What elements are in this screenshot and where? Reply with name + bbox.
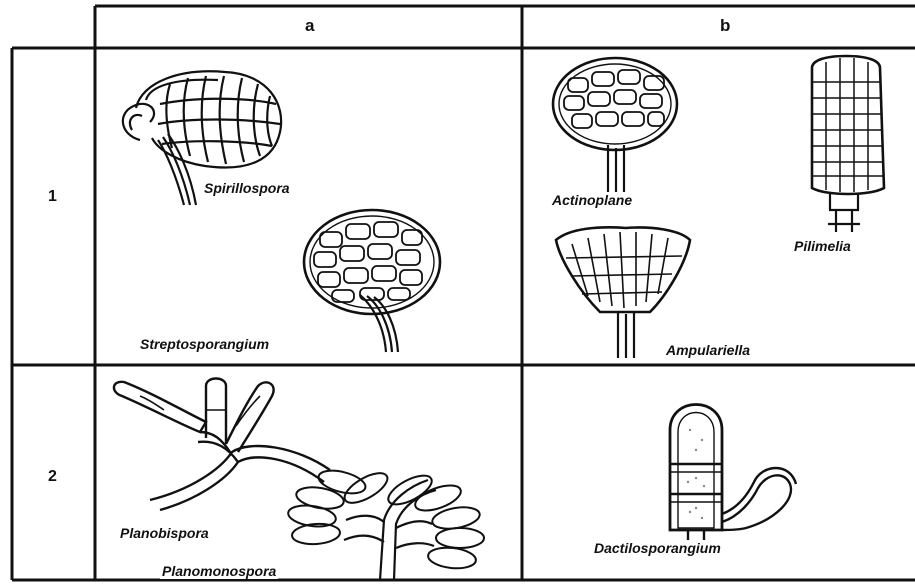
label-spirillospora: Spirillospora: [202, 180, 292, 196]
column-header-b: b: [720, 16, 730, 36]
label-dactilosporangium: Dactilosporangium: [592, 540, 723, 556]
label-actinoplane: Actinoplane: [550, 192, 634, 208]
pilimelia-drawing: [812, 56, 884, 232]
label-planomonospora: Planomonospora: [160, 563, 278, 579]
label-streptosporangium: Streptosporangium: [138, 336, 271, 352]
table-grid: [12, 6, 915, 580]
planomonospora-drawing: [287, 466, 484, 580]
streptosporangium-drawing: [304, 210, 440, 352]
row-label-2: 2: [48, 468, 57, 486]
label-planobispora: Planobispora: [118, 525, 211, 541]
ampulariella-drawing: [556, 227, 690, 358]
row-label-1: 1: [48, 188, 57, 206]
actinoplane-drawing: [553, 58, 677, 195]
dactilosporangium-drawing: [670, 405, 796, 546]
label-ampulariella: Ampulariella: [664, 342, 752, 358]
label-pilimelia: Pilimelia: [792, 238, 853, 254]
column-header-a: a: [305, 16, 314, 36]
